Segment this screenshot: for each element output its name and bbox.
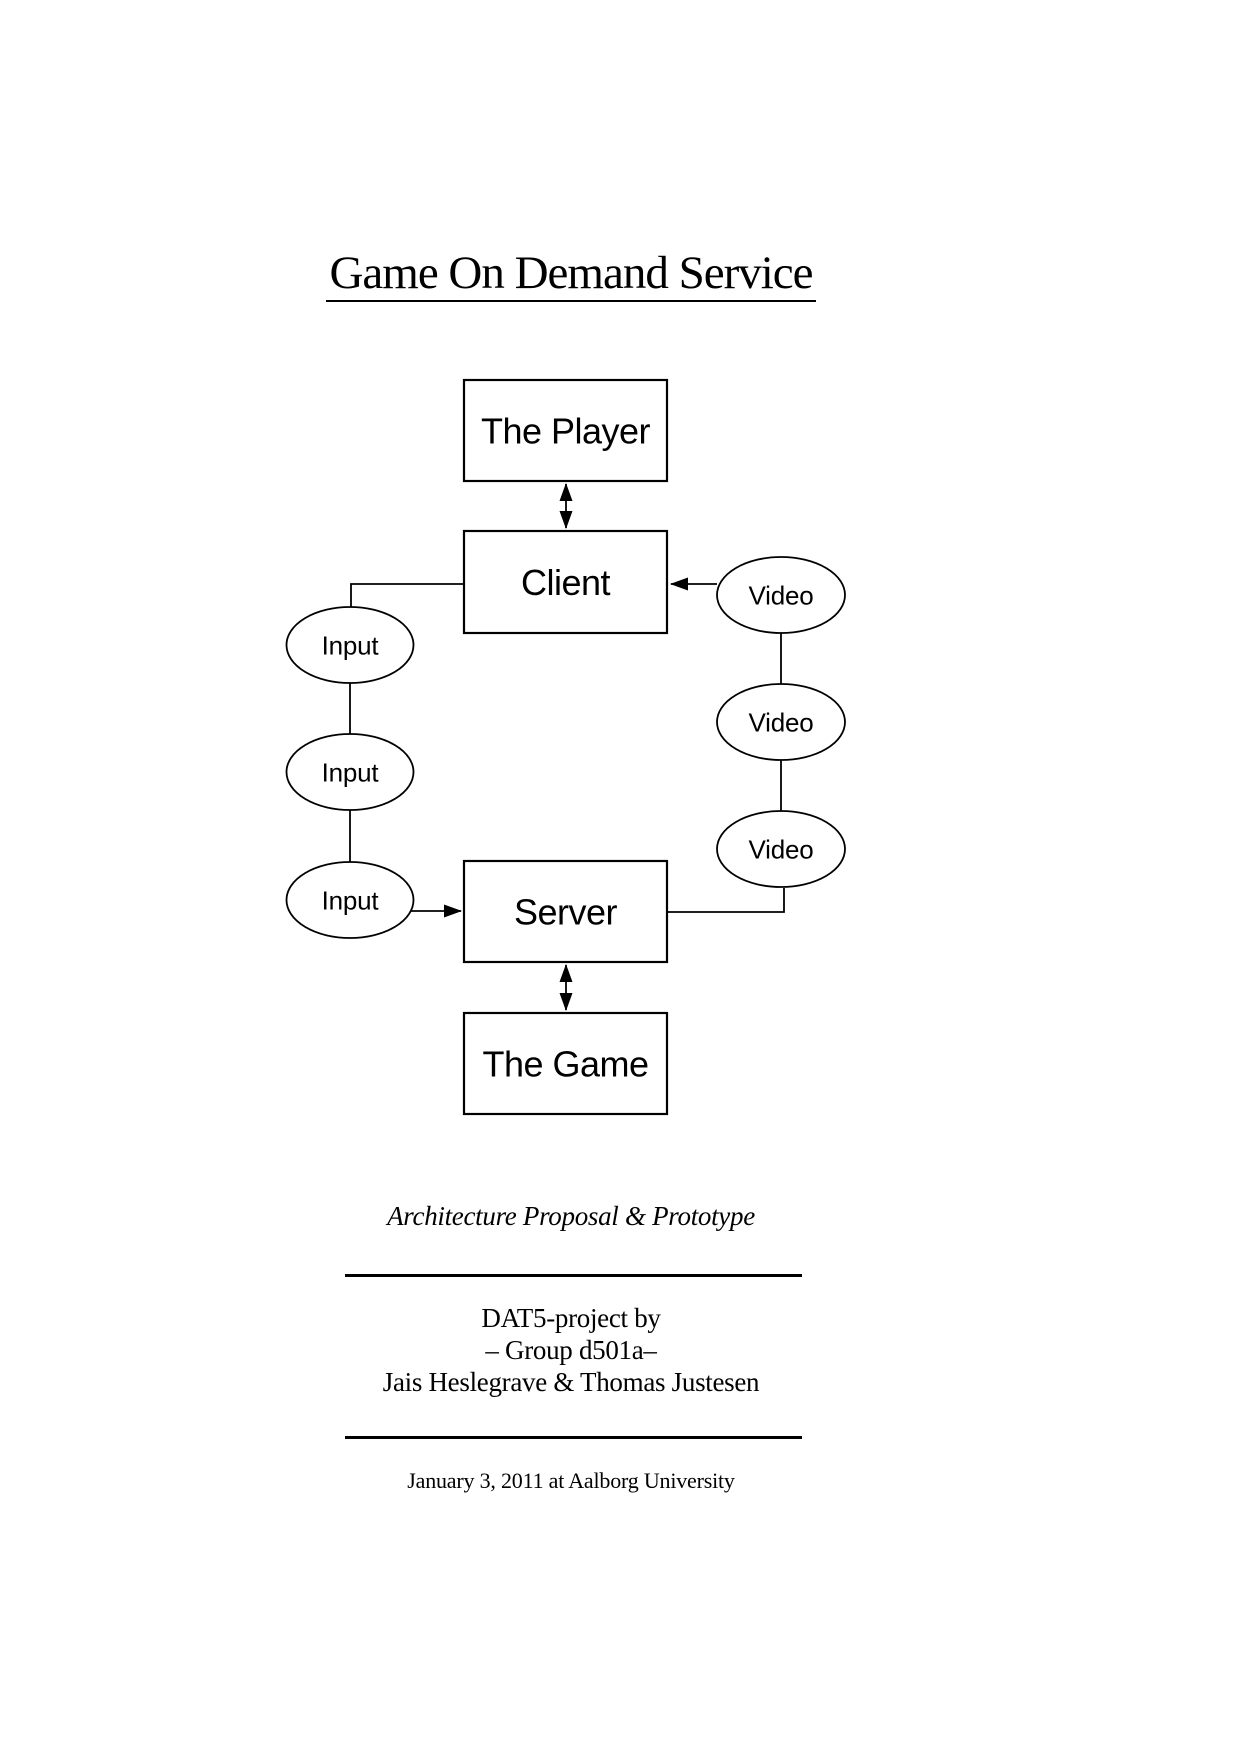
byline-project: DAT5-project by (481, 1303, 661, 1333)
player-box (462, 378, 669, 483)
byline-authors: Jais Heslegrave & Thomas Justesen (382, 1367, 760, 1397)
byline-group: – Group d501a– (485, 1335, 657, 1365)
video-ellipse-1 (716, 556, 846, 634)
node-input-3: Input (285, 861, 415, 939)
game-box-label: The Game (482, 1044, 648, 1085)
server-box (462, 859, 669, 964)
node-video-2: Video (716, 683, 846, 761)
subtitle: Architecture Proposal & Prototype (387, 1201, 755, 1231)
page-title: Game On Demand Service (0, 250, 1142, 302)
input-label-1: Input (322, 631, 380, 661)
client-box (462, 529, 669, 635)
video-label-1: Video (748, 581, 813, 611)
divider-rule-bottom (345, 1436, 802, 1439)
node-the-game: The Game (462, 1011, 669, 1116)
video-label-3: Video (748, 835, 813, 865)
node-video-1: Video (716, 556, 846, 634)
video-ellipse-2 (716, 683, 846, 761)
input-ellipse-2 (285, 733, 415, 811)
date-line: January 3, 2011 at Aalborg University (407, 1468, 735, 1493)
game-box (462, 1011, 669, 1116)
page-title-text: Game On Demand Service (326, 250, 816, 302)
node-input-2: Input (285, 733, 415, 811)
node-client: Client (462, 529, 669, 635)
video-ellipse-3 (716, 810, 846, 888)
connector-server-to-video (668, 888, 785, 913)
client-box-label: Client (521, 562, 611, 603)
player-box-label: The Player (481, 411, 651, 452)
video-label-2: Video (748, 708, 813, 738)
node-server: Server (462, 859, 669, 964)
input-label-3: Input (322, 886, 380, 916)
input-ellipse-1 (285, 606, 415, 684)
node-input-1: Input (285, 606, 415, 684)
connector-client-to-input (350, 583, 464, 608)
byline: DAT5-project by – Group d501a– Jais Hesl… (0, 1302, 1142, 1398)
node-the-player: The Player (462, 378, 669, 483)
server-box-label: Server (514, 892, 618, 933)
input-ellipse-3 (285, 861, 415, 939)
divider-rule-top (345, 1274, 802, 1277)
input-label-2: Input (322, 758, 380, 788)
node-video-3: Video (716, 810, 846, 888)
